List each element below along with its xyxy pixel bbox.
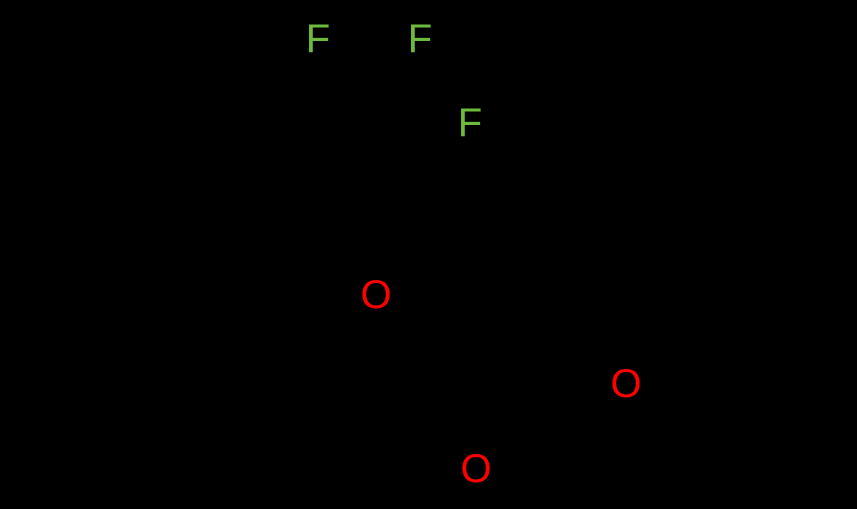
bond-v_cr2-v_cr3: [168, 170, 248, 217]
bond-v_r2c-v_r2d: [700, 170, 780, 217]
bond-v_cq_o-v_ca: [374, 293, 478, 385]
bond-v_ca-v_o3: [468, 381, 484, 471]
atom-label-f-f3: F: [457, 101, 483, 145]
atom-label-o-o1: O: [360, 273, 392, 317]
bond-v_cq-v_cr1: [320, 170, 400, 217]
bond-v_cb-v_o2: [550, 382, 628, 428]
bond-v_cf3-F2: [396, 56, 418, 130]
bond-v_ring2-v_r2a: [472, 170, 552, 217]
bond-v_o2-v_et1: [624, 382, 704, 428]
bond-v_cr1-v_cr2: [244, 170, 324, 217]
atom-label-o-o2: O: [610, 362, 642, 406]
bond-v_et1-v_et2: [700, 381, 780, 428]
atom-label-o-o3: O: [460, 447, 492, 491]
bond-v_cf3-F1: [329, 51, 400, 130]
atom-label-f-f1: F: [305, 17, 331, 61]
bond-v_ca-v_cb: [474, 381, 554, 428]
atom-label-f-f2: F: [407, 17, 433, 61]
bond-v_cr5-v_cr6: [16, 41, 96, 88]
bond-v_r2a-v_r2b: [548, 170, 628, 217]
bond-v_cf3-F3: [396, 122, 453, 130]
bond-v_r2b-v_r2c: [624, 170, 704, 217]
bond-v_cr4-v_cr5: [92, 41, 172, 88]
bond-v_cq-v_cq_o: [374, 213, 400, 297]
